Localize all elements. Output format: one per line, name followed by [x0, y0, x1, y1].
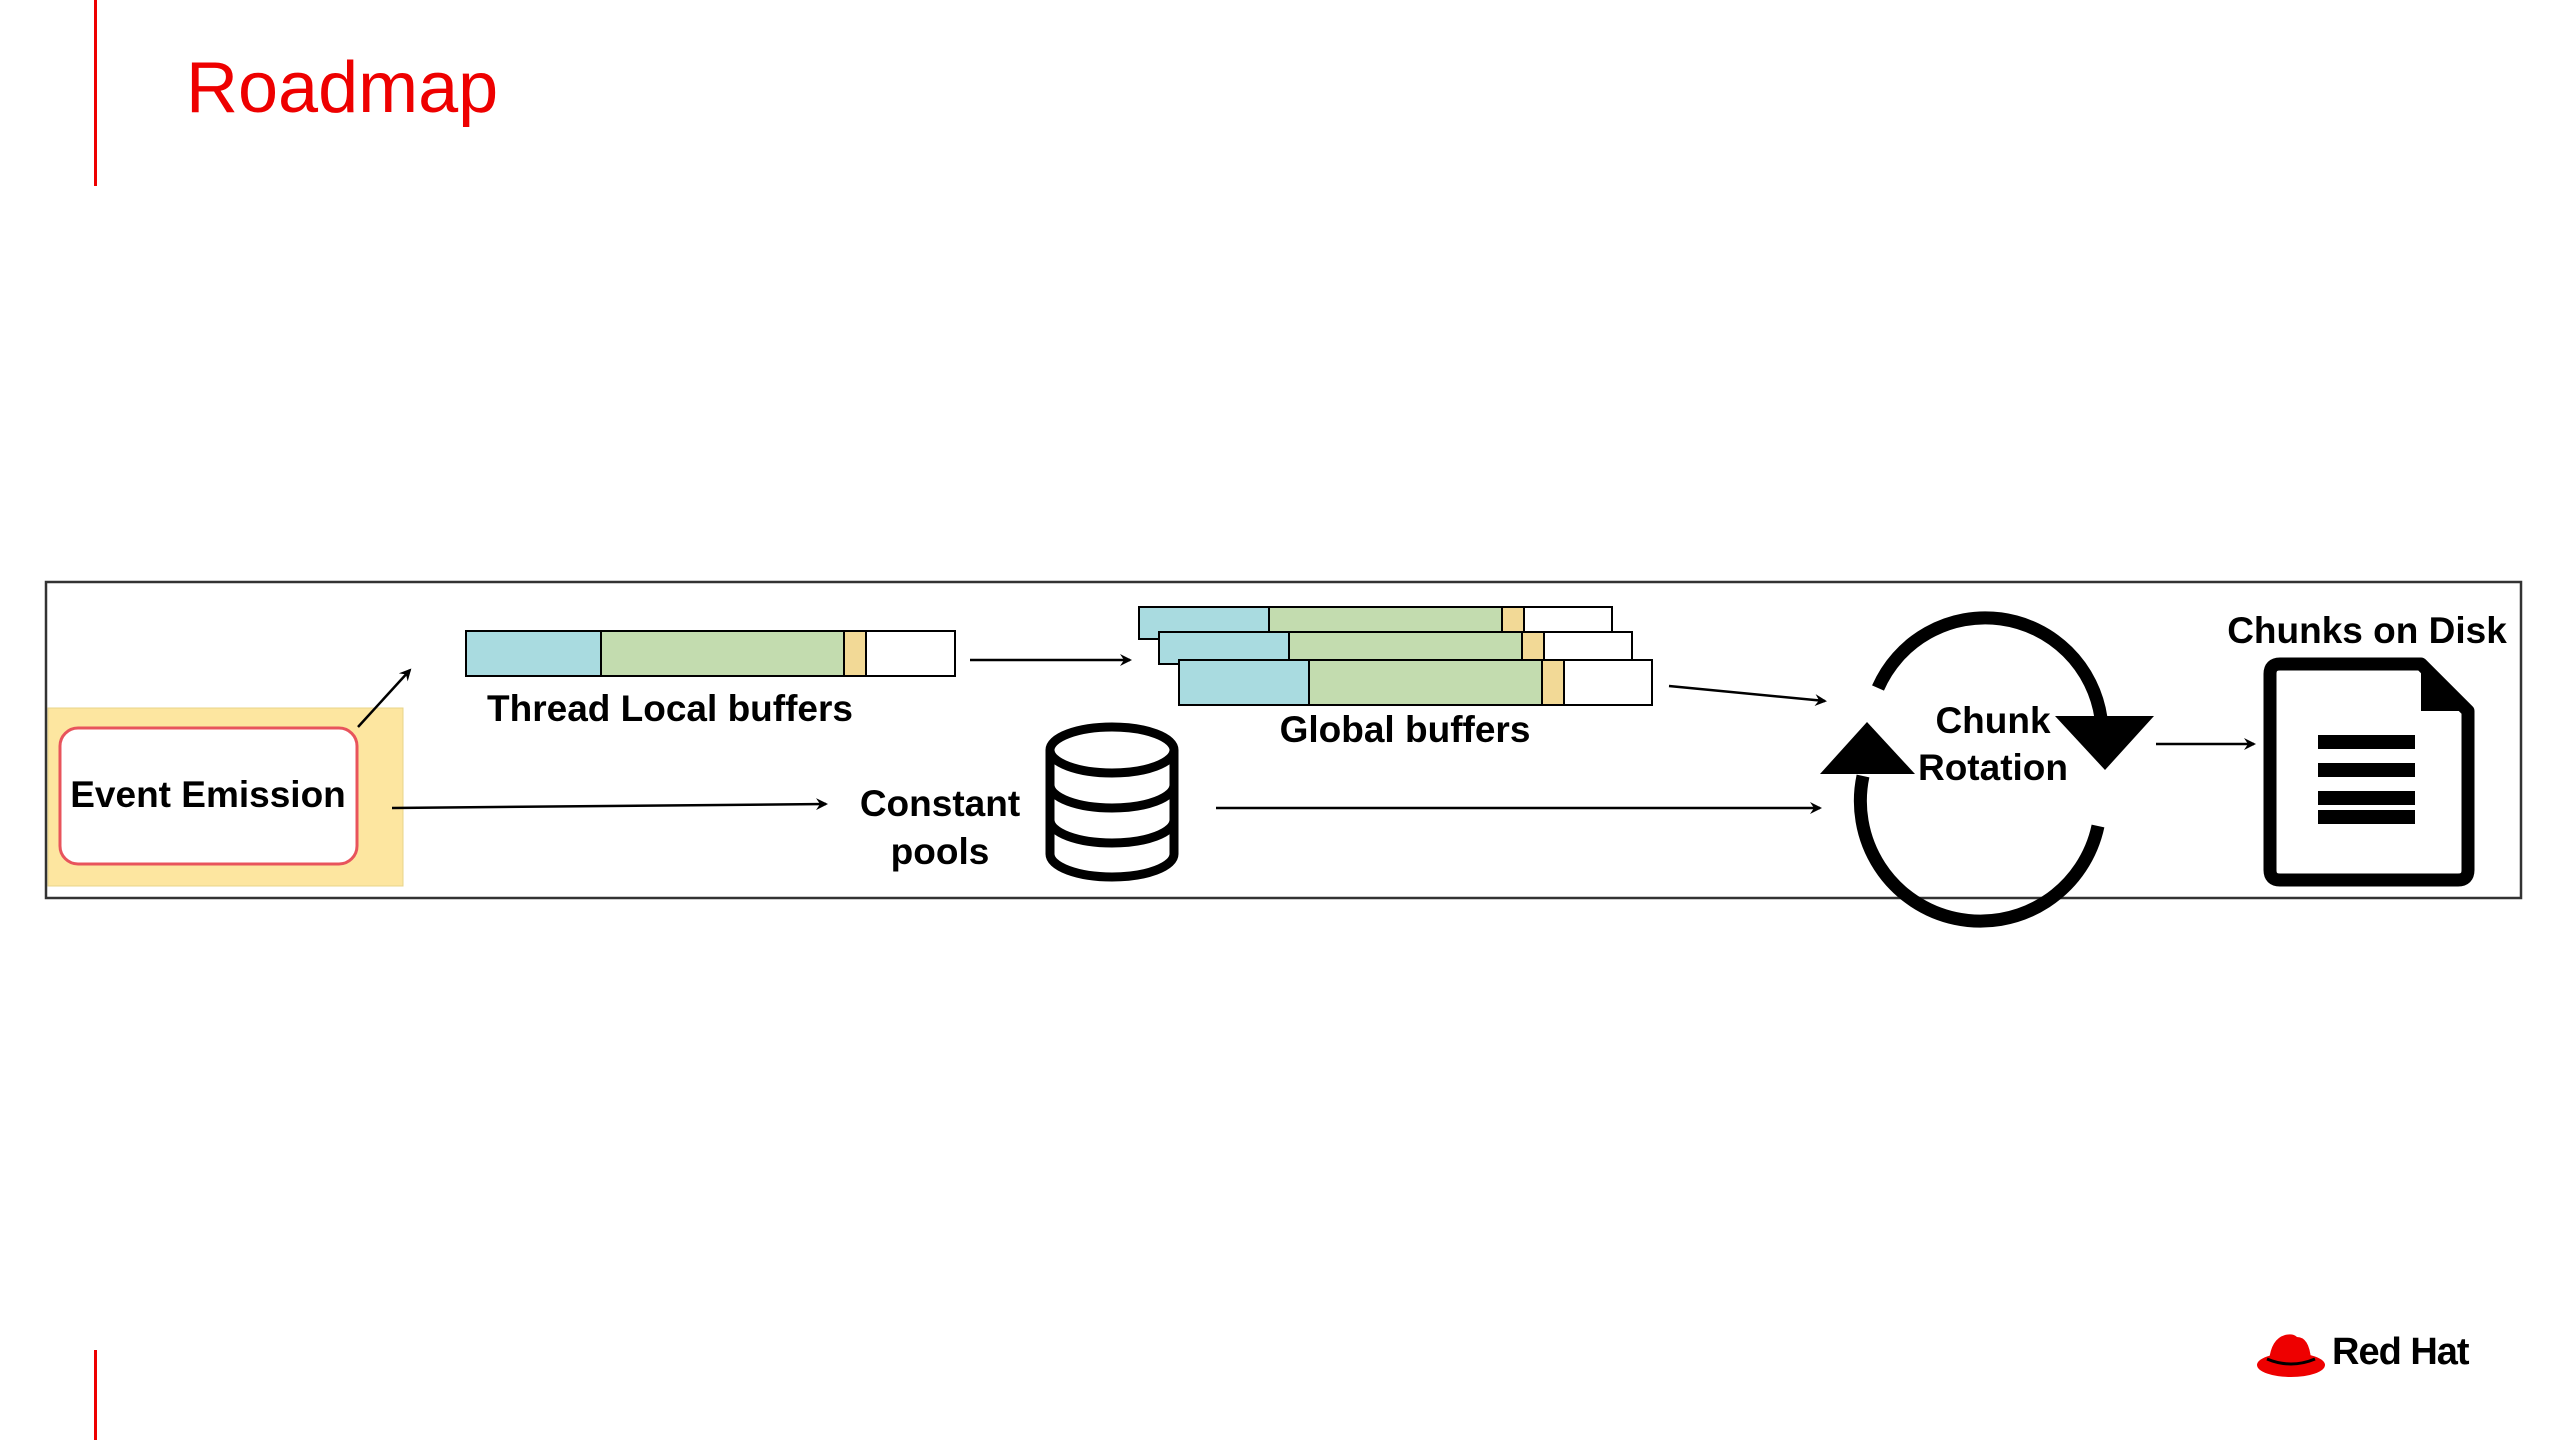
global-buffers-label: Global buffers — [1280, 709, 1531, 750]
document-icon — [2263, 657, 2475, 887]
event-emission-node: Event Emission — [47, 707, 404, 887]
database-icon — [1045, 722, 1179, 882]
chunk-rotation-label-line2: Rotation — [1918, 747, 2068, 788]
diagram-frame — [44, 580, 2523, 900]
red-hat-logo-text: Red Hat — [2332, 1331, 2470, 1373]
red-hat-fedora-icon — [2257, 1334, 2325, 1377]
thread-local-segment-green — [600, 630, 845, 677]
flow-arrows — [357, 654, 2256, 814]
chunks-on-disk-label: Chunks on Disk — [2227, 610, 2507, 651]
thread-local-segment-blue — [465, 630, 602, 677]
red-hat-logo: Red Hat — [2255, 1325, 2475, 1385]
chunk-rotation-node: Chunk Rotation — [1820, 611, 2154, 928]
constant-pools-label-line2: pools — [891, 831, 990, 872]
chunks-on-disk-node: Chunks on Disk — [2227, 610, 2507, 887]
accent-line-top — [94, 0, 97, 186]
thread-local-segment-yellow — [843, 630, 867, 677]
chunk-rotation-label-line1: Chunk — [1935, 700, 2051, 741]
global-buffers: Global buffers — [1138, 606, 1653, 750]
global-buffer-3 — [1178, 659, 1653, 706]
circular-arrows-icon — [1820, 611, 2154, 928]
event-emission-label: Event Emission — [70, 774, 346, 815]
slide-title: Roadmap — [186, 48, 499, 128]
thread-local-buffer: Thread Local buffers — [465, 630, 956, 729]
accent-line-bottom — [94, 1350, 97, 1440]
global-buffer-2 — [1158, 631, 1633, 665]
arrow-global-to-rotation — [1668, 684, 1827, 707]
constant-pools-label-line1: Constant — [860, 783, 1020, 824]
thread-local-label: Thread Local buffers — [487, 688, 853, 729]
arrow-event-to-constant-pools — [391, 798, 828, 811]
thread-local-segment-empty — [865, 630, 956, 677]
arrow-event-to-thread-local — [357, 668, 412, 728]
event-emission-box — [58, 726, 359, 866]
